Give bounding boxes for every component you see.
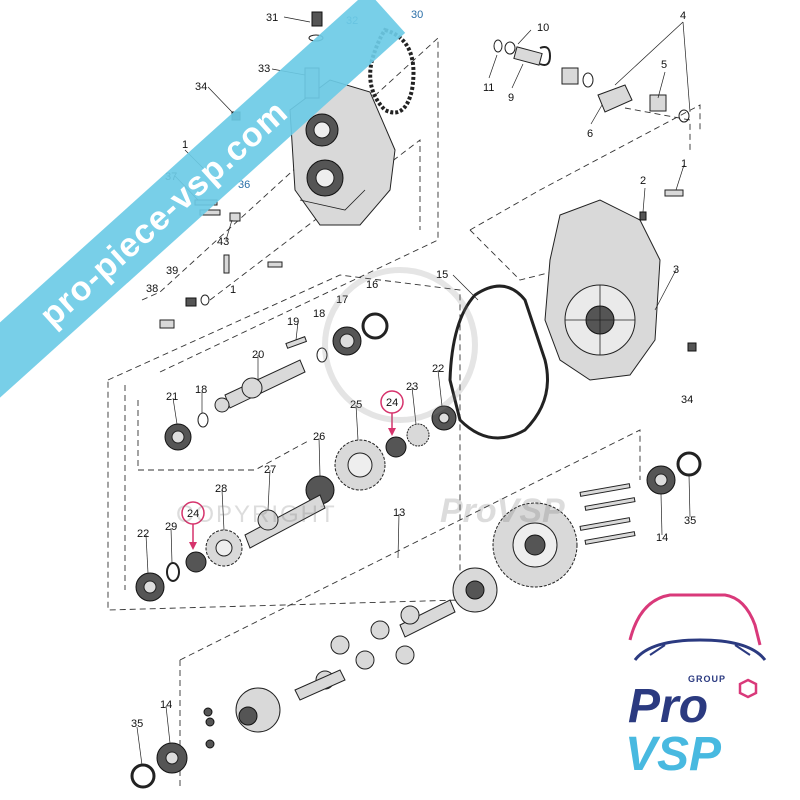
assembly-outlines xyxy=(107,36,701,790)
callout-36: 36 xyxy=(238,179,250,191)
callout-21: 21 xyxy=(166,391,178,403)
callout-16: 16 xyxy=(366,279,378,291)
callout-25: 25 xyxy=(350,399,362,411)
middle-gears xyxy=(305,405,457,505)
callout-23: 23 xyxy=(406,381,418,393)
callout-13: 13 xyxy=(393,507,405,519)
callout-17: 17 xyxy=(336,294,348,306)
callout-3: 3 xyxy=(673,264,679,276)
logo-car-roof xyxy=(628,593,762,646)
callout-6: 6 xyxy=(587,128,593,140)
callout-5: 5 xyxy=(661,59,667,71)
logo-pro-text: Pro xyxy=(628,680,708,733)
copyright-text: COPYRIGHT xyxy=(176,501,337,528)
callout-28: 28 xyxy=(215,483,227,495)
callout-39: 39 xyxy=(166,265,178,277)
copyright-brand: ProVSP xyxy=(440,492,565,530)
logo-group-text: GROUP xyxy=(688,674,726,684)
differential-assembly xyxy=(203,483,636,749)
callout-34-right: 34 xyxy=(681,394,693,406)
callout-29: 29 xyxy=(165,521,177,533)
callout-15: 15 xyxy=(436,269,448,281)
callout-18-mid: 18 xyxy=(195,384,207,396)
callout-9: 9 xyxy=(508,92,514,104)
callout-22-bottom: 22 xyxy=(137,528,149,540)
callout-35-right: 35 xyxy=(684,515,696,527)
callout-22-top: 22 xyxy=(432,363,444,375)
upper-shaft-parts xyxy=(164,312,389,451)
lower-shaft-parts xyxy=(135,494,326,602)
logo-hex-icon xyxy=(738,678,758,699)
callout-14-left: 14 xyxy=(160,699,172,711)
logo-vsp-text: VSP xyxy=(625,728,722,781)
callout-labels: 31 32 30 10 4 33 11 9 5 34 6 1 37 36 2 1… xyxy=(131,9,696,730)
callout-33: 33 xyxy=(258,63,270,75)
callout-30: 30 xyxy=(411,9,423,21)
callout-24-lower: 24 xyxy=(187,508,199,520)
callout-26: 26 xyxy=(313,431,325,443)
callout-24-upper: 24 xyxy=(386,397,398,409)
callout-14-right: 14 xyxy=(656,532,668,544)
callout-20: 20 xyxy=(252,349,264,361)
callout-31: 31 xyxy=(266,12,278,24)
right-housing-part xyxy=(544,199,661,381)
callout-1-left: 1 xyxy=(230,284,236,296)
pivot-parts xyxy=(493,39,690,123)
callout-27: 27 xyxy=(264,464,276,476)
callout-43: 43 xyxy=(217,236,229,248)
callout-19: 19 xyxy=(287,316,299,328)
callout-4: 4 xyxy=(680,10,686,22)
callout-2: 2 xyxy=(640,175,646,187)
callout-10: 10 xyxy=(537,22,549,34)
provsp-logo: GROUP Pro VSP xyxy=(625,593,767,781)
callout-1-right: 1 xyxy=(681,158,687,170)
highlight-markers xyxy=(181,390,404,550)
callout-34-top: 34 xyxy=(195,81,207,93)
callout-35-left: 35 xyxy=(131,718,143,730)
callout-38: 38 xyxy=(146,283,158,295)
left-cover-part xyxy=(289,79,396,226)
banner-text: pro-piece-vsp.com xyxy=(33,93,296,335)
callout-18-top: 18 xyxy=(313,308,325,320)
banner-strip xyxy=(0,0,406,408)
callout-1-top: 1 xyxy=(182,139,188,151)
copyright-watermark: COPYRIGHT ProVSP xyxy=(176,267,565,530)
gasket-part xyxy=(448,284,549,440)
callout-11: 11 xyxy=(483,82,494,94)
chain-part xyxy=(368,27,416,115)
